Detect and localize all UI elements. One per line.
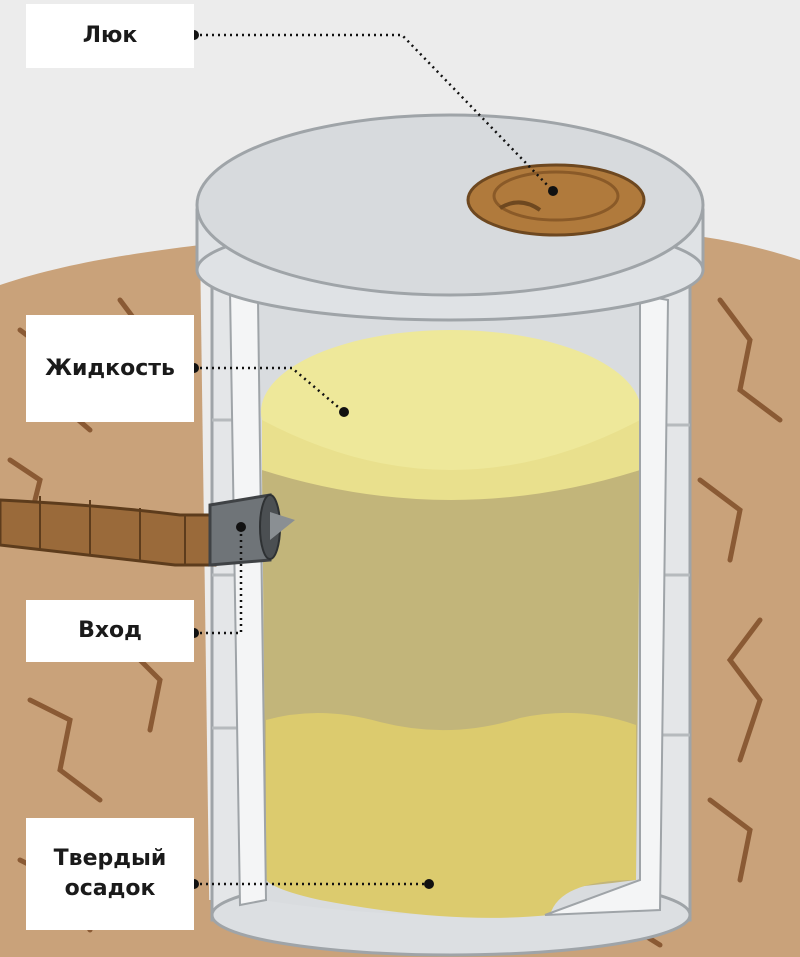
label-liquid-text: Жидкость [45, 354, 175, 384]
label-liquid: Жидкость [26, 315, 194, 422]
label-sludge-line2: осадок [65, 874, 156, 904]
manhole-hatch-icon [468, 165, 644, 235]
label-sludge: Твердый осадок [26, 818, 194, 930]
label-inlet-text: Вход [78, 616, 142, 646]
label-sludge-line1: Твердый [54, 844, 167, 874]
sludge-layer [266, 713, 636, 918]
label-hatch-text: Люк [83, 21, 138, 51]
label-inlet: Вход [26, 600, 194, 662]
label-hatch: Люк [26, 4, 194, 68]
